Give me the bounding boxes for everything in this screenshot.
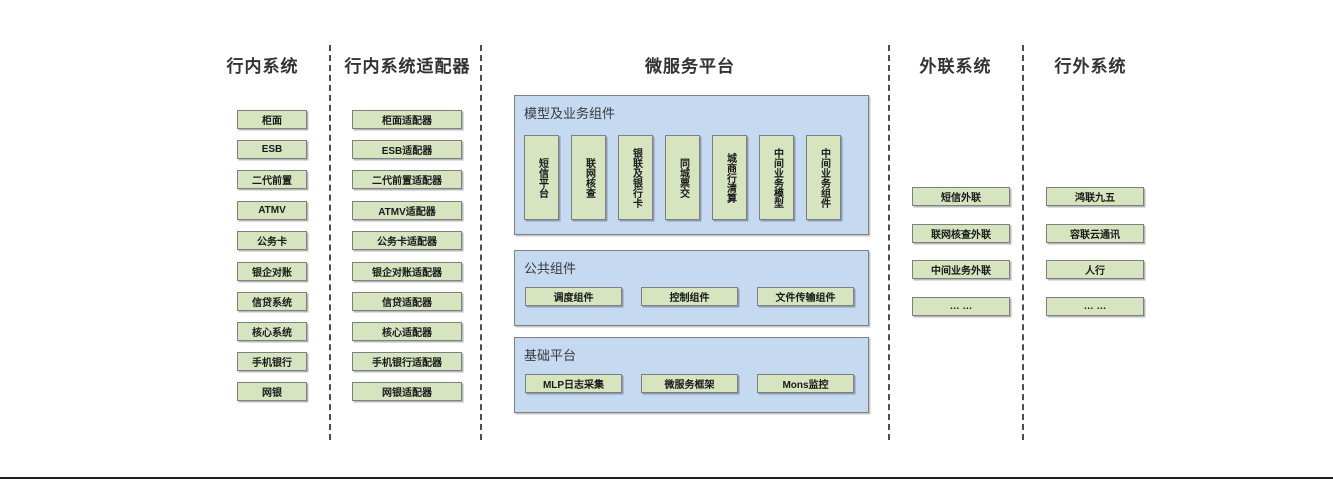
column-title-external-liaison: 外联系统 xyxy=(919,57,992,76)
column-title-internal-adapters: 行内系统适配器 xyxy=(344,57,471,76)
node-internal-adapter[interactable]: 二代前置适配器 xyxy=(352,170,462,189)
column-title-outside-bank: 行外系统 xyxy=(1054,57,1127,76)
node-model-business-component[interactable]: 联网核查 xyxy=(571,135,606,220)
panel-label-model-business-components: 模型及业务组件 xyxy=(524,106,616,121)
node-internal-system[interactable]: ESB xyxy=(237,140,307,159)
node-internal-adapter[interactable]: 网银适配器 xyxy=(352,382,462,401)
page-bottom-rule xyxy=(0,477,1333,479)
node-external-liaison-system[interactable]: 联网核查外联 xyxy=(912,224,1010,243)
node-outside-bank-system[interactable]: … … xyxy=(1046,297,1144,316)
node-internal-system[interactable]: 柜面 xyxy=(237,110,307,129)
node-outside-bank-system[interactable]: 鸿联九五 xyxy=(1046,187,1144,206)
node-internal-adapter[interactable]: 手机银行适配器 xyxy=(352,352,462,371)
column-divider-3 xyxy=(888,45,890,440)
node-public-component[interactable]: 调度组件 xyxy=(525,287,622,306)
node-base-platform-component[interactable]: 微服务框架 xyxy=(641,374,738,393)
column-divider-1 xyxy=(329,45,331,440)
node-internal-adapter[interactable]: 信贷适配器 xyxy=(352,292,462,311)
node-internal-adapter[interactable]: ATMV适配器 xyxy=(352,201,462,220)
node-model-business-component[interactable]: 城商行清算 xyxy=(712,135,747,220)
node-internal-system[interactable]: 银企对账 xyxy=(237,262,307,281)
node-model-business-component[interactable]: 短信平台 xyxy=(524,135,559,220)
panel-label-public-components: 公共组件 xyxy=(524,261,577,276)
node-internal-system[interactable]: 核心系统 xyxy=(237,322,307,341)
node-internal-system[interactable]: 手机银行 xyxy=(237,352,307,371)
node-internal-system[interactable]: 信贷系统 xyxy=(237,292,307,311)
node-external-liaison-system[interactable]: 短信外联 xyxy=(912,187,1010,206)
node-internal-system[interactable]: ATMV xyxy=(237,201,307,220)
column-divider-2 xyxy=(480,45,482,440)
node-model-business-component[interactable]: 中间业务模型 xyxy=(759,135,794,220)
node-internal-system[interactable]: 公务卡 xyxy=(237,231,307,250)
node-internal-adapter[interactable]: 公务卡适配器 xyxy=(352,231,462,250)
column-divider-4 xyxy=(1022,45,1024,440)
node-model-business-component[interactable]: 同城票交 xyxy=(665,135,700,220)
node-internal-adapter[interactable]: 柜面适配器 xyxy=(352,110,462,129)
node-base-platform-component[interactable]: MLP日志采集 xyxy=(525,374,622,393)
node-internal-system[interactable]: 二代前置 xyxy=(237,170,307,189)
node-internal-adapter[interactable]: ESB适配器 xyxy=(352,140,462,159)
node-public-component[interactable]: 控制组件 xyxy=(641,287,738,306)
node-base-platform-component[interactable]: Mons监控 xyxy=(757,374,854,393)
node-public-component[interactable]: 文件传输组件 xyxy=(757,287,854,306)
node-external-liaison-system[interactable]: 中间业务外联 xyxy=(912,260,1010,279)
node-model-business-component[interactable]: 中间业务组件 xyxy=(806,135,841,220)
node-external-liaison-system[interactable]: … … xyxy=(912,297,1010,316)
panel-label-base-platform: 基础平台 xyxy=(524,348,577,363)
node-model-business-component[interactable]: 银联及银行卡 xyxy=(618,135,653,220)
node-outside-bank-system[interactable]: 人行 xyxy=(1046,260,1144,279)
column-title-microservice-platform: 微服务平台 xyxy=(645,57,735,76)
node-internal-adapter[interactable]: 银企对账适配器 xyxy=(352,262,462,281)
node-internal-system[interactable]: 网银 xyxy=(237,382,307,401)
node-internal-adapter[interactable]: 核心适配器 xyxy=(352,322,462,341)
column-title-internal-systems: 行内系统 xyxy=(226,57,299,76)
node-outside-bank-system[interactable]: 容联云通讯 xyxy=(1046,224,1144,243)
